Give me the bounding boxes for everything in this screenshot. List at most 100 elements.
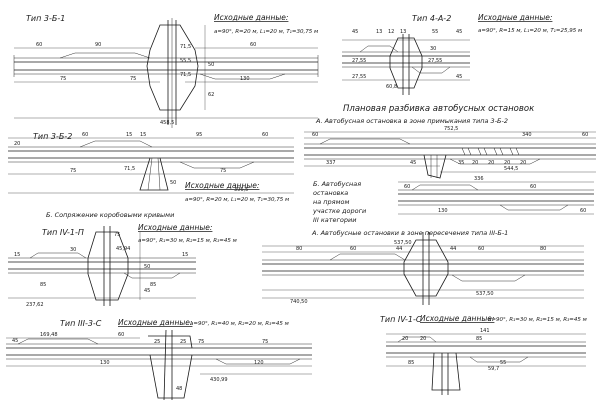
dim-3b1-6: 71,5 <box>180 44 191 50</box>
title-1vp: Тип IV-1-П <box>42 228 84 237</box>
dim-4a2-11: 30 <box>430 46 436 52</box>
header-4a2: Исходные данные: <box>478 13 552 22</box>
section-b1-line-2: на прямом <box>313 198 349 206</box>
dim-1c-3: 85 <box>476 336 482 342</box>
dim-4a2-6: 27,55 <box>352 58 366 64</box>
dim-3b2-3: 15 <box>140 132 146 138</box>
header-1vp: Исходные данные: <box>138 223 212 232</box>
dim-a1-10: 20 <box>504 160 510 166</box>
dim-3c-0: 169,48 <box>40 332 58 338</box>
dim-a1-9: 20 <box>488 160 494 166</box>
dim-3c-7: 120 <box>254 360 264 366</box>
dim-1c-5: 85 <box>408 360 414 366</box>
header-1c: Исходные данные: <box>420 314 494 323</box>
dim-1vp-6: 45 <box>144 288 150 294</box>
dim-a2-8: 537,50 <box>476 291 494 297</box>
header-3b2: Исходные данные: <box>185 181 259 190</box>
dim-a1-0: 752,5 <box>444 126 458 132</box>
dim-3b2-7: 75 <box>70 168 76 174</box>
dim-a2-0: 537,50 <box>394 240 412 246</box>
section-a1: А. Автобусная остановка в зоне примыкани… <box>315 117 508 125</box>
dim-1vp-0: 30 <box>70 247 76 253</box>
dim-a1-1: 60 <box>312 132 318 138</box>
dim-3c-3: 25 <box>154 339 160 345</box>
dim-3c-9: 25 <box>180 339 186 345</box>
dim-a1-11: 20 <box>520 160 526 166</box>
dim-3b1-11: 458,5 <box>160 120 174 126</box>
dim-1vp-4: 85 <box>150 282 156 288</box>
title-4a2: Тип 4-А-2 <box>412 14 451 23</box>
title-1c: Тип IV-1-С <box>380 315 422 324</box>
dim-1vp-2: 15 <box>182 252 188 258</box>
dim-3c-8: 48 <box>176 386 182 392</box>
dim-3b2-0: 20 <box>14 141 20 147</box>
section-b1-line-3: участке дороги <box>312 207 366 215</box>
dim-1c-4: 55 <box>500 360 506 366</box>
dim-b1-1: 130 <box>438 208 448 214</box>
section-b1-line-4: III категории <box>313 216 356 224</box>
dim-4a2-4: 55 <box>432 29 438 35</box>
dim-3b2-5: 60 <box>262 132 268 138</box>
dim-a1-6: 35 <box>458 160 464 166</box>
drawing-3c: Тип III-3-С Исходные данные: a=90°, R₁=4… <box>6 318 312 401</box>
section-b2: Б. Сопряжение коробовыми кривыми <box>46 211 174 219</box>
header-3b1: Исходные данные: <box>214 13 288 22</box>
dim-a2-2: 60 <box>350 246 356 252</box>
drawing-b1: 336 130 60 60 60 <box>398 176 594 215</box>
dim-3b2-9: 396,5 <box>234 187 248 193</box>
dim-3c-10: 430,99 <box>210 377 228 383</box>
dim-a1-4: 337 <box>326 160 336 166</box>
drawing-3b1: Тип 3-Б-1 Исходные данные: a=90°, R=20 м… <box>13 13 319 128</box>
params-4a2: a=90°, R=15 м, L₁=20 м, T₁=25,95 м <box>478 28 582 34</box>
dim-1c-2: 141 <box>480 328 490 334</box>
dim-4a2-8: 27,55 <box>428 58 442 64</box>
section-b1-line-1: остановка <box>313 189 348 197</box>
dim-a1-7: 544,5 <box>504 166 518 172</box>
drawing-3b2: Тип 3-Б-2 20 60 15 15 95 60 71,5 75 75 3… <box>8 132 294 203</box>
dim-1c-6: 59,7 <box>488 366 499 372</box>
dim-a2-3: 44 <box>396 246 402 252</box>
dim-1vp-1: 15 <box>14 252 20 258</box>
dim-1vp-5: 50 <box>144 264 150 270</box>
dim-3c-6: 75 <box>262 339 268 345</box>
dim-4a2-2: 12 <box>388 29 394 35</box>
dim-b1-3: 60 <box>530 184 536 190</box>
drawing-1vp: Тип IV-1-П Исходные данные: a=90°, R₁=30… <box>8 223 237 308</box>
dim-4a2-7: 60,8 <box>386 84 397 90</box>
dim-4a2-3: 13 <box>400 29 406 35</box>
dim-3c-1: 60 <box>118 332 124 338</box>
dim-3c-5: 75 <box>198 339 204 345</box>
drawing-1c: Тип IV-1-С Исходные данные: a=90°, R₁=30… <box>380 314 587 395</box>
dim-1vp-7: 237,62 <box>26 302 44 308</box>
dim-a1-2: 340 <box>522 132 532 138</box>
dim-3b1-0: 60 <box>36 42 42 48</box>
dim-1vp-9: 75 <box>114 232 120 238</box>
dim-4a2-1: 13 <box>376 29 382 35</box>
section-b1-label: Б. Автобусная остановка на прямом участк… <box>312 180 366 224</box>
dim-a2-7: 740,50 <box>290 299 308 305</box>
params-1vp: a=90°, R₁=30 м, R₂=15 м, R₃=45 м <box>138 238 237 244</box>
drawing-4a2: Тип 4-А-2 Исходные данные: a=90°, R=15 м… <box>342 13 582 95</box>
dim-1c-1: 20 <box>420 336 426 342</box>
dim-3b2-8: 75 <box>220 168 226 174</box>
dim-4a2-5: 45 <box>456 29 462 35</box>
dim-b1-0: 336 <box>474 176 484 182</box>
dim-3b1-1: 90 <box>95 42 101 48</box>
section-b1-line-0: Б. Автобусная <box>313 180 361 188</box>
title-3c: Тип III-3-С <box>60 319 102 328</box>
dim-1vp-3: 85 <box>40 282 46 288</box>
dim-3b1-7: 55,5 <box>180 58 191 64</box>
dim-a2-6: 80 <box>540 246 546 252</box>
section-a2: А. Автобусные остановки в зоне пересечен… <box>311 229 508 237</box>
dim-3b2-10: 50 <box>170 180 176 186</box>
dim-3c-4: 130 <box>100 360 110 366</box>
dim-3b1-9: 50 <box>208 62 214 68</box>
dim-a2-1: 80 <box>296 246 302 252</box>
params-3b1: a=90°, R=20 м, L₁=20 м, T₁=30,75 м <box>214 29 318 35</box>
header-3c: Исходные данные: <box>118 318 192 327</box>
dim-3b1-2: 60 <box>250 42 256 48</box>
dim-b1-2: 60 <box>404 184 410 190</box>
dim-3b2-6: 71,5 <box>124 166 135 172</box>
title-3b1: Тип 3-Б-1 <box>26 14 65 23</box>
